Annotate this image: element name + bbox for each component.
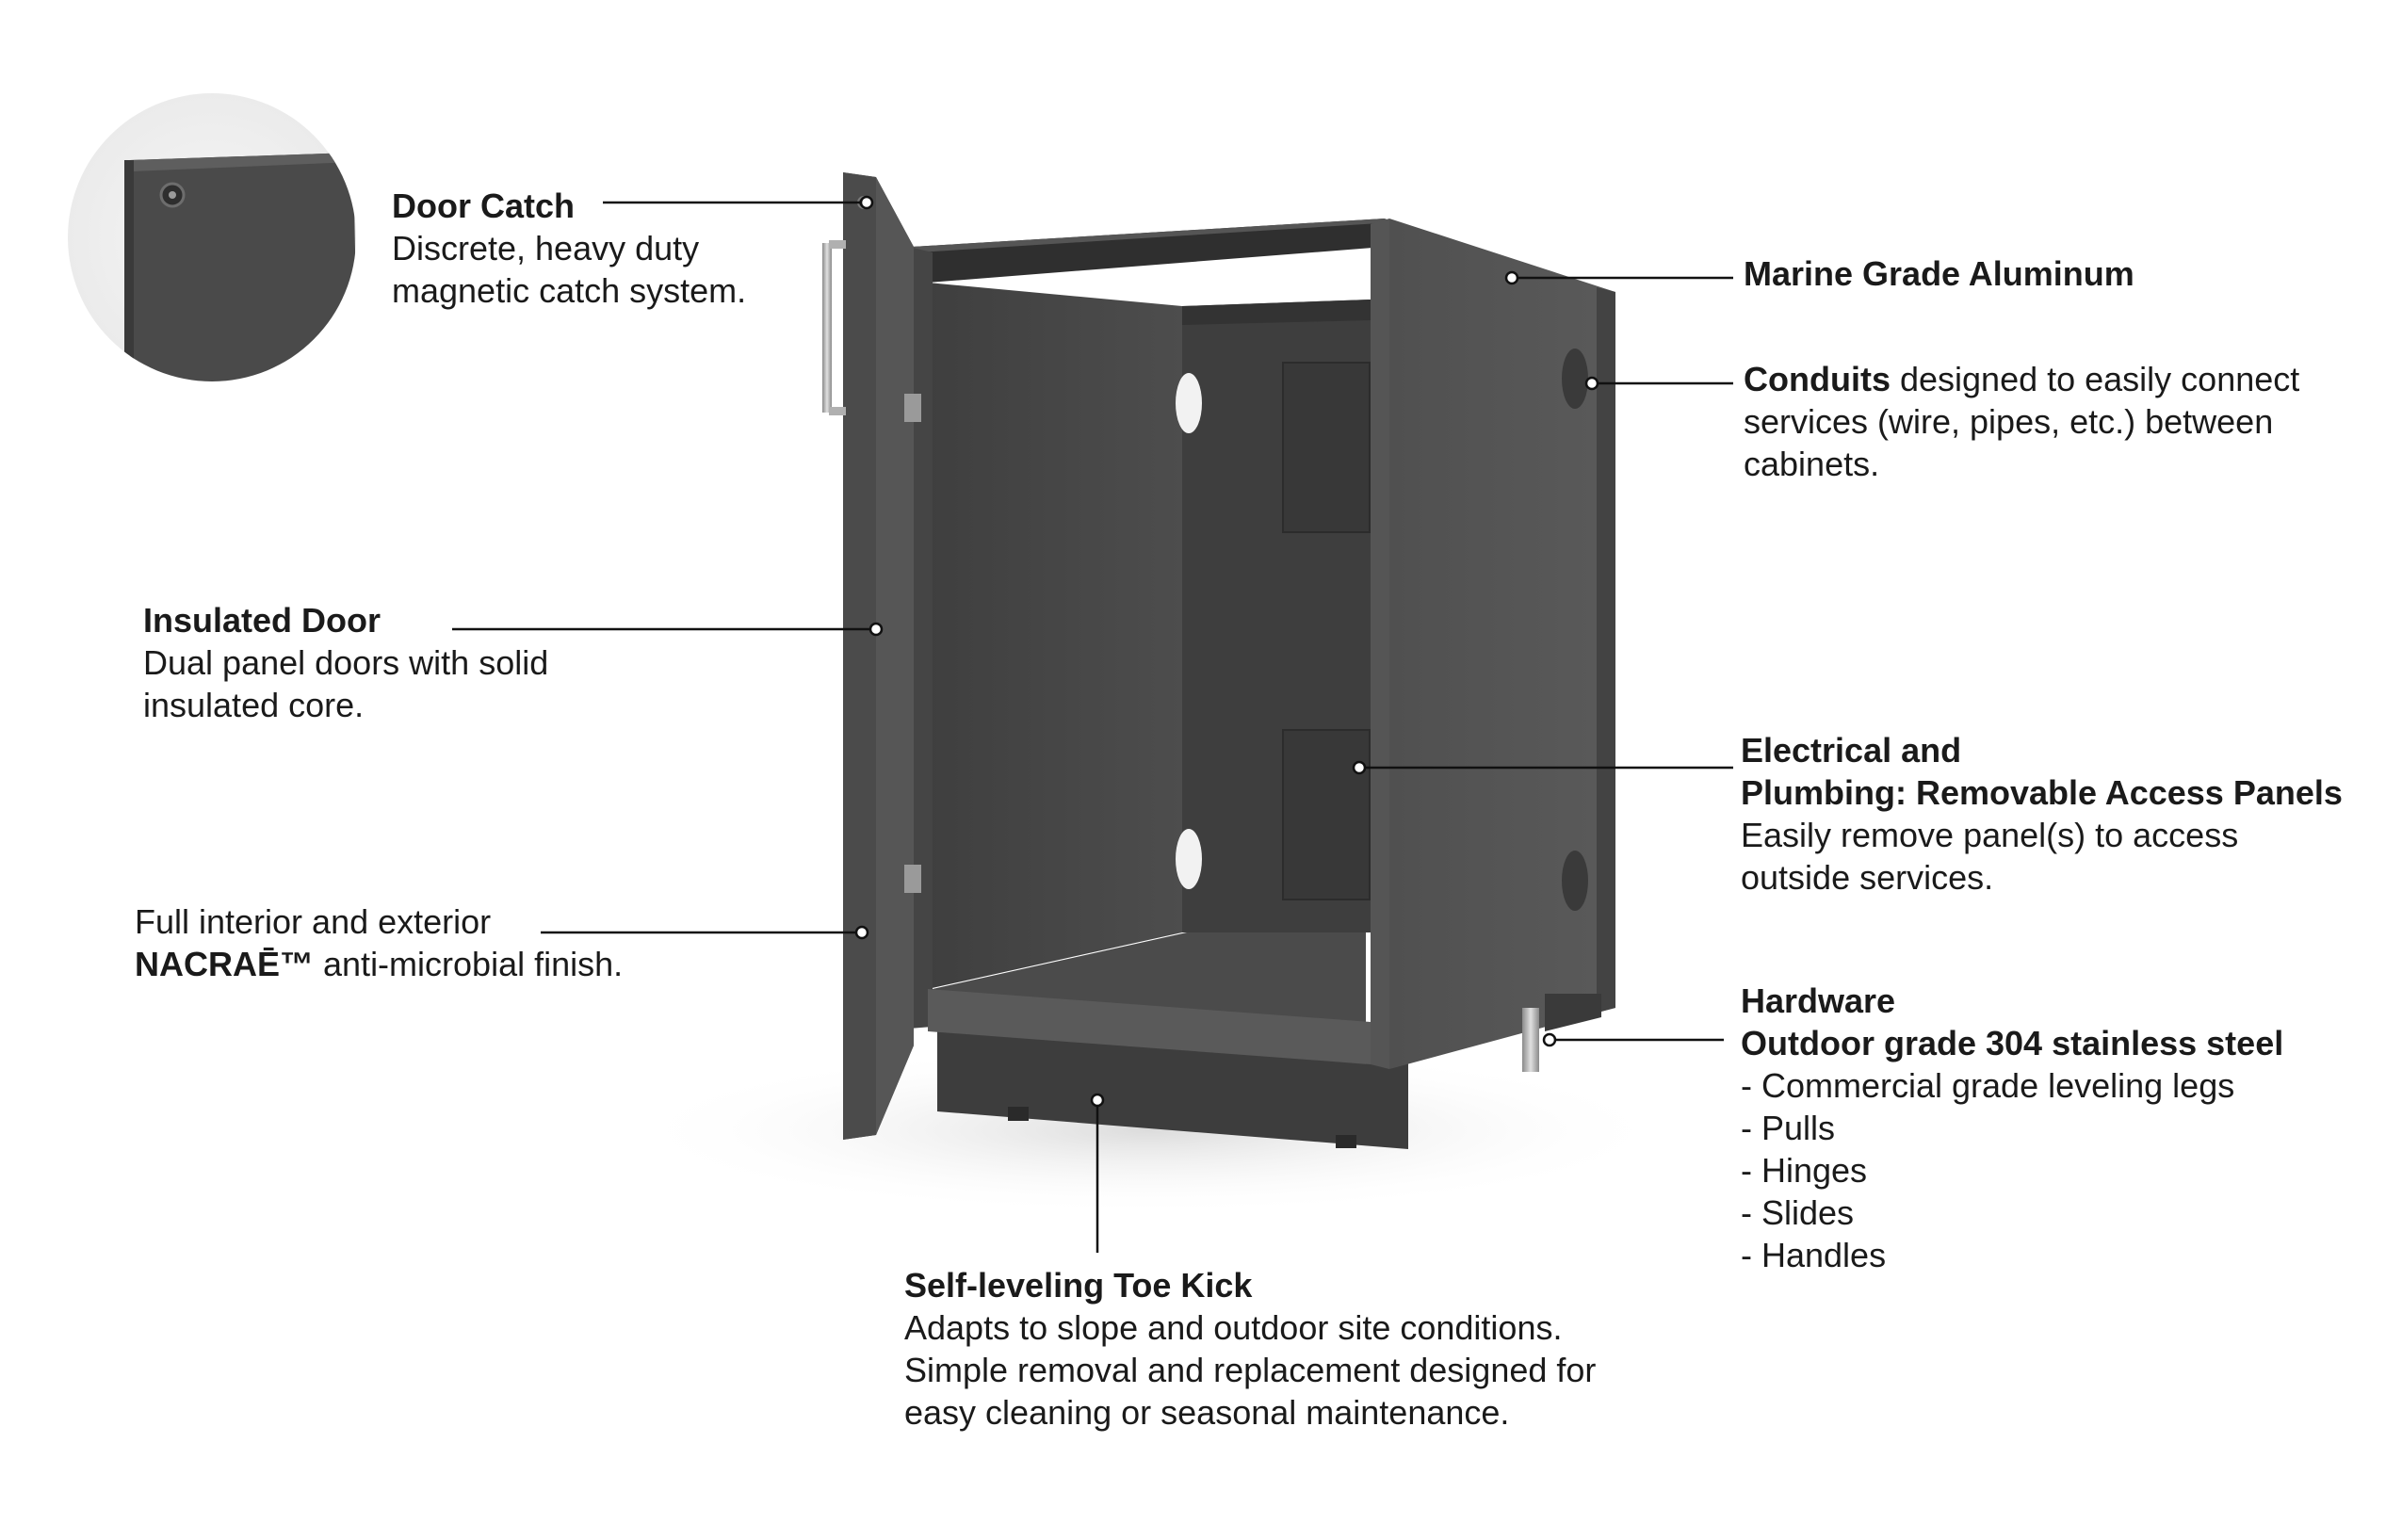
callout-text: Adapts to slope and outdoor site conditi…: [904, 1308, 1563, 1347]
conduit-hole-lower: [1176, 829, 1202, 889]
leader-lines: [452, 201, 1733, 1253]
callout-text: outside services.: [1741, 858, 1994, 897]
access-panel-upper: [1282, 362, 1371, 533]
callout-text: designed to easily connect: [1890, 360, 2300, 398]
callout-text: insulated core.: [143, 686, 365, 724]
callout-conduits: Conduits designed to easily connect serv…: [1744, 358, 2299, 485]
callout-text: easy cleaning or seasonal maintenance.: [904, 1393, 1510, 1432]
callout-text: Easily remove panel(s) to access: [1741, 816, 2239, 854]
brand-name: NACRAĒ™: [135, 945, 315, 983]
callout-dots: [854, 195, 1599, 1108]
list-item: - Hinges: [1741, 1151, 1868, 1190]
callout-title: Conduits: [1744, 360, 1891, 398]
callout-door-catch: Door Catch Discrete, heavy duty magnetic…: [392, 185, 746, 312]
callout-title: Door Catch: [392, 186, 576, 225]
list-item: - Commercial grade leveling legs: [1741, 1066, 2235, 1105]
callout-text: anti-microbial finish.: [314, 945, 624, 983]
callout-text-line1: Conduits designed to easily connect: [1744, 358, 2299, 400]
conduit-hole-upper: [1176, 373, 1202, 433]
toe-kick: [937, 1031, 1408, 1149]
cabinet-right-side: [1389, 219, 1615, 1069]
callout-text: Full interior and exterior: [135, 902, 492, 941]
callout-title: Self-leveling Toe Kick: [904, 1266, 1253, 1305]
callout-text: Simple removal and replacement designed …: [904, 1351, 1597, 1389]
top-rail: [912, 219, 1385, 283]
callout-electrical-plumbing: Electrical and Plumbing: Removable Acces…: [1741, 729, 2343, 899]
list-item: - Slides: [1741, 1193, 1855, 1232]
callout-toe-kick: Self-leveling Toe Kick Adapts to slope a…: [904, 1264, 1596, 1434]
callout-finish: Full interior and exterior NACRAĒ™ anti-…: [135, 900, 623, 985]
callout-text: magnetic catch system.: [392, 271, 747, 310]
hinge-lower: [904, 865, 921, 893]
hinge-upper: [904, 394, 921, 422]
callout-subtitle: Outdoor grade 304 stainless steel: [1741, 1024, 2284, 1062]
callout-marine-grade: Marine Grade Aluminum: [1744, 252, 2134, 295]
front-right-stile: [1371, 219, 1389, 1069]
callout-text: Dual panel doors with solid: [143, 643, 549, 682]
cabinet-door: [822, 172, 921, 1140]
callout-title: Hardware: [1741, 981, 1896, 1020]
access-panel-lower: [1282, 729, 1371, 900]
leveling-leg: [1522, 1008, 1539, 1072]
interior-left-wall: [928, 283, 1182, 989]
side-conduit-lower: [1562, 851, 1588, 911]
callout-text-line2: NACRAĒ™ anti-microbial finish.: [135, 943, 623, 985]
callout-text: services (wire, pipes, etc.) between: [1744, 402, 2274, 441]
callout-title: Marine Grade Aluminum: [1744, 254, 2134, 293]
cabinet-body: [909, 219, 1615, 1149]
side-conduit-upper: [1562, 349, 1588, 409]
callout-title: Plumbing: Removable Access Panels: [1741, 773, 2343, 812]
callout-title: Insulated Door: [143, 601, 381, 640]
front-left-stile: [909, 247, 933, 1029]
callout-title: Electrical and: [1741, 731, 1962, 770]
callout-insulated-door: Insulated Door Dual panel doors with sol…: [143, 599, 548, 726]
list-item: - Handles: [1741, 1236, 1887, 1274]
door-handle: [822, 240, 846, 415]
callout-hardware: Hardware Outdoor grade 304 stainless ste…: [1741, 980, 2283, 1276]
list-item: - Pulls: [1741, 1109, 1836, 1147]
callout-text: Discrete, heavy duty: [392, 229, 700, 267]
door-catch-detail-inset: [68, 93, 356, 381]
callout-text: cabinets.: [1744, 445, 1880, 483]
